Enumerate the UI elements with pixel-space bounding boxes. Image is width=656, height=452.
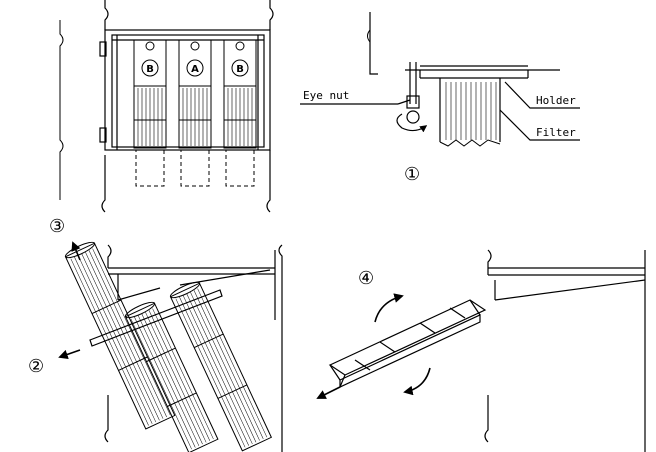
removed-filter-3: [169, 281, 273, 452]
step-4-marker: ④: [358, 268, 374, 289]
filter-pleats-detail: [445, 82, 497, 140]
filter-element-1: B: [133, 39, 167, 187]
filter-tag-2: A: [191, 64, 199, 75]
removed-filter-2: [124, 301, 219, 452]
filter-tag-3: B: [236, 64, 244, 75]
step-2-marker: ②: [28, 356, 44, 377]
filter-element-3: B: [223, 39, 257, 187]
arrows-remove: [58, 241, 81, 359]
filter-label: Filter: [536, 126, 576, 139]
filter-tag-1: B: [146, 64, 154, 75]
filter-elements-removed: [64, 241, 273, 452]
panel-remove-holder: [328, 249, 646, 452]
step-3-marker: ③: [49, 216, 65, 237]
filter-element-2: A: [178, 39, 212, 187]
step-1-marker: ①: [404, 164, 420, 185]
arrows-holder: [316, 293, 431, 399]
eye-nut-label: Eye nut: [303, 89, 349, 102]
panel-eye-nut-detail: [300, 12, 580, 147]
holder-label: Holder: [536, 94, 576, 107]
panel-remove-filters: [89, 244, 283, 452]
